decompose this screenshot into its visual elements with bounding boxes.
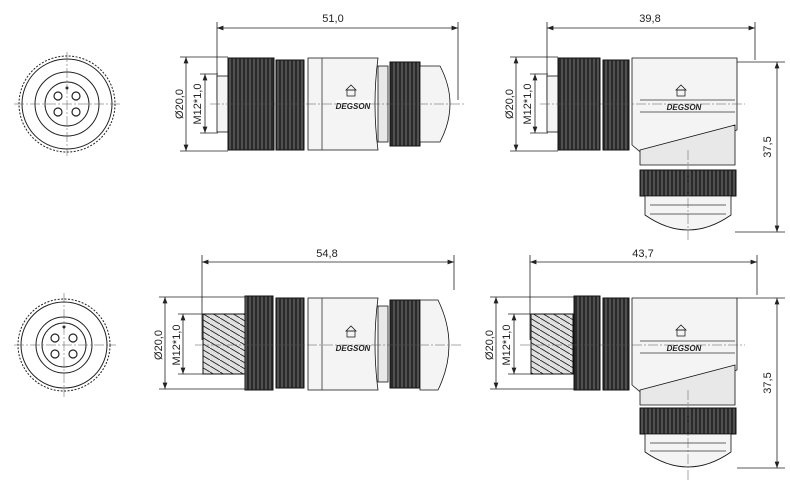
diameter-label: Ø20,0 (174, 89, 186, 119)
brand-label: DEGSON (667, 344, 702, 353)
diameter-label: Ø20,0 (484, 330, 496, 360)
male-front-view (14, 293, 116, 397)
male-straight-connector: 54,8 Ø20,0 M12*1,0 DEGSON (153, 248, 462, 391)
length-label: 51,0 (322, 13, 343, 25)
length-label: 54,8 (316, 248, 337, 260)
thread-label: M12*1,0 (522, 84, 534, 125)
diameter-label: Ø20,0 (504, 89, 516, 119)
brand-label: DEGSON (667, 103, 702, 112)
male-angled-connector: 43,7 Ø20,0 M12*1,0 37,5 DEGSON (484, 248, 785, 480)
length-label: 39,8 (639, 13, 660, 25)
height-label: 37,5 (762, 372, 774, 393)
female-straight-connector: 51,0 Ø20,0 M12*1,0 DEGSON (174, 13, 465, 152)
brand-label: DEGSON (336, 344, 371, 353)
brand-label: DEGSON (336, 102, 371, 111)
thread-label: M12*1,0 (501, 325, 513, 366)
height-label: 37,5 (762, 136, 774, 157)
female-front-view (14, 52, 120, 156)
thread-label: M12*1,0 (171, 325, 183, 366)
diameter-label: Ø20,0 (153, 330, 165, 360)
length-label: 43,7 (632, 248, 653, 260)
thread-label: M12*1,0 (192, 84, 204, 125)
female-angled-connector: 39,8 Ø20,0 M12*1,0 37,5 DEGSON (504, 13, 785, 240)
